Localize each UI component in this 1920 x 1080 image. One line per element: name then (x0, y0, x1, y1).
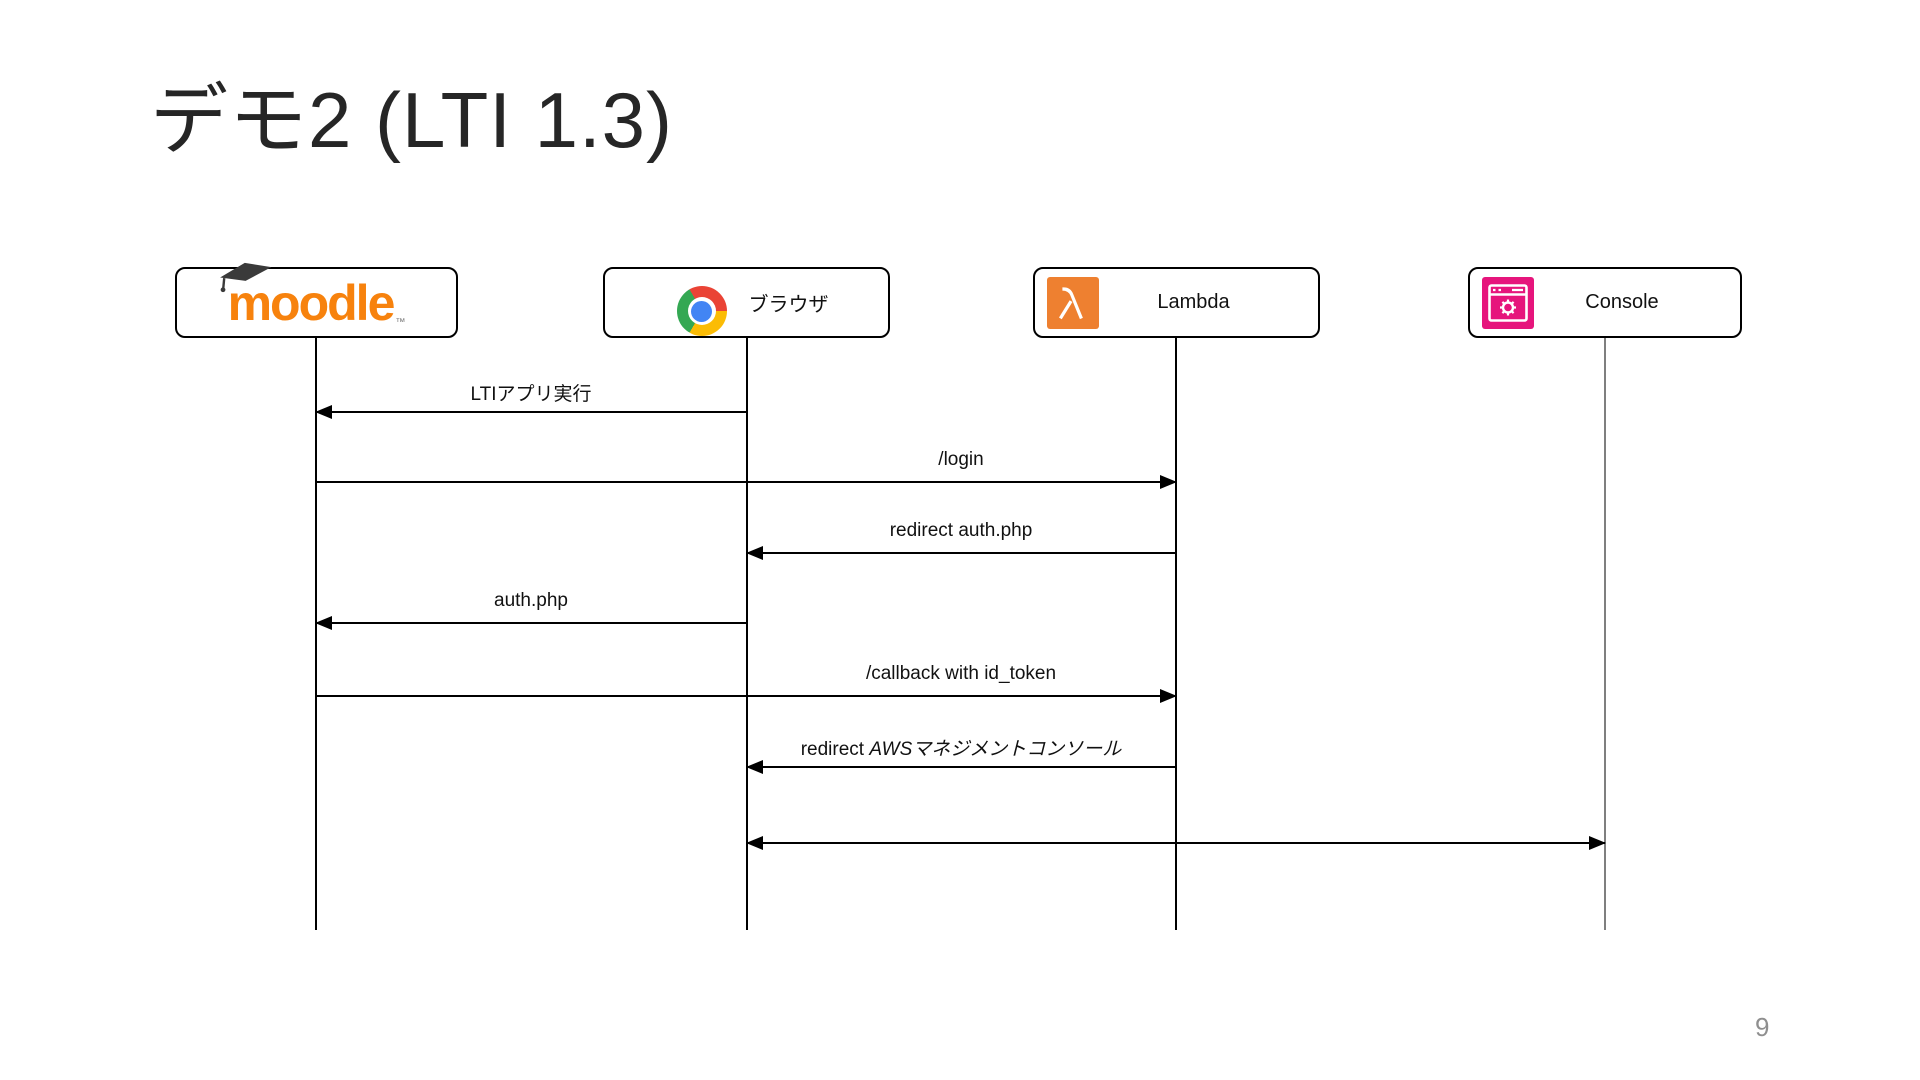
arrowhead-left-icon (746, 760, 763, 774)
message-browser-console-bidirectional (746, 836, 1606, 850)
actor-box-browser: ブラウザ (603, 267, 890, 338)
message-line (747, 842, 1605, 844)
message-label: auth.php (494, 590, 568, 611)
actor-box-console: Console (1468, 267, 1742, 338)
actor-label-browser: ブラウザ (748, 294, 829, 316)
message-line (747, 552, 1176, 554)
actor-box-moodle: moodle ™ (175, 262, 458, 338)
page-number: 9 (1755, 1012, 1770, 1042)
aws-lambda-icon (1047, 276, 1099, 329)
arrowhead-right-icon (1160, 689, 1177, 703)
message-line (316, 695, 1176, 697)
message-line (747, 766, 1176, 768)
message-label: /callback with id_token (865, 663, 1057, 684)
message-label: redirect auth.php (889, 520, 1033, 541)
message-redirect-aws-console: redirect AWSマネジメントコンソール (746, 739, 1176, 774)
graduation-cap-icon (219, 262, 271, 292)
aws-console-icon (1482, 276, 1534, 329)
arrowhead-right-icon (1589, 836, 1606, 850)
message-lti-app-exec: LTIアプリ実行 (315, 384, 747, 419)
message-label-italic: AWSマネジメントコンソール (869, 739, 1122, 760)
actor-box-lambda: Lambda (1033, 267, 1320, 338)
arrowhead-left-icon (315, 405, 332, 419)
message-line (316, 622, 747, 624)
message-auth-php: auth.php (315, 590, 747, 630)
moodle-wordmark: moodle (227, 274, 396, 331)
actor-label-lambda: Lambda (1157, 291, 1230, 313)
arrowhead-right-icon (1160, 475, 1177, 489)
slide-title: デモ2 (LTI 1.3) (150, 76, 674, 164)
message-label: /login (938, 449, 984, 470)
arrowhead-left-icon (746, 546, 763, 560)
message-line (316, 481, 1176, 483)
arrowhead-left-icon (746, 836, 763, 850)
arrowhead-left-icon (315, 616, 332, 630)
message-label: redirect AWSマネジメントコンソール (801, 734, 1122, 761)
moodle-logo: moodle ™ (219, 262, 406, 331)
lifeline-browser (746, 338, 748, 930)
message-login: /login (316, 449, 1177, 489)
actor-label-console: Console (1585, 291, 1659, 313)
message-redirect-auth-php: redirect auth.php (746, 520, 1176, 560)
message-label-prefix: redirect (800, 739, 870, 760)
lifeline-lambda (1175, 338, 1177, 930)
moodle-trademark: ™ (395, 316, 406, 328)
message-callback-id-token: /callback with id_token (316, 663, 1177, 703)
chrome-icon (676, 286, 727, 336)
message-line (316, 411, 747, 413)
lifeline-console (1604, 338, 1606, 930)
lifeline-moodle (315, 338, 317, 930)
message-label: LTIアプリ実行 (470, 384, 592, 405)
